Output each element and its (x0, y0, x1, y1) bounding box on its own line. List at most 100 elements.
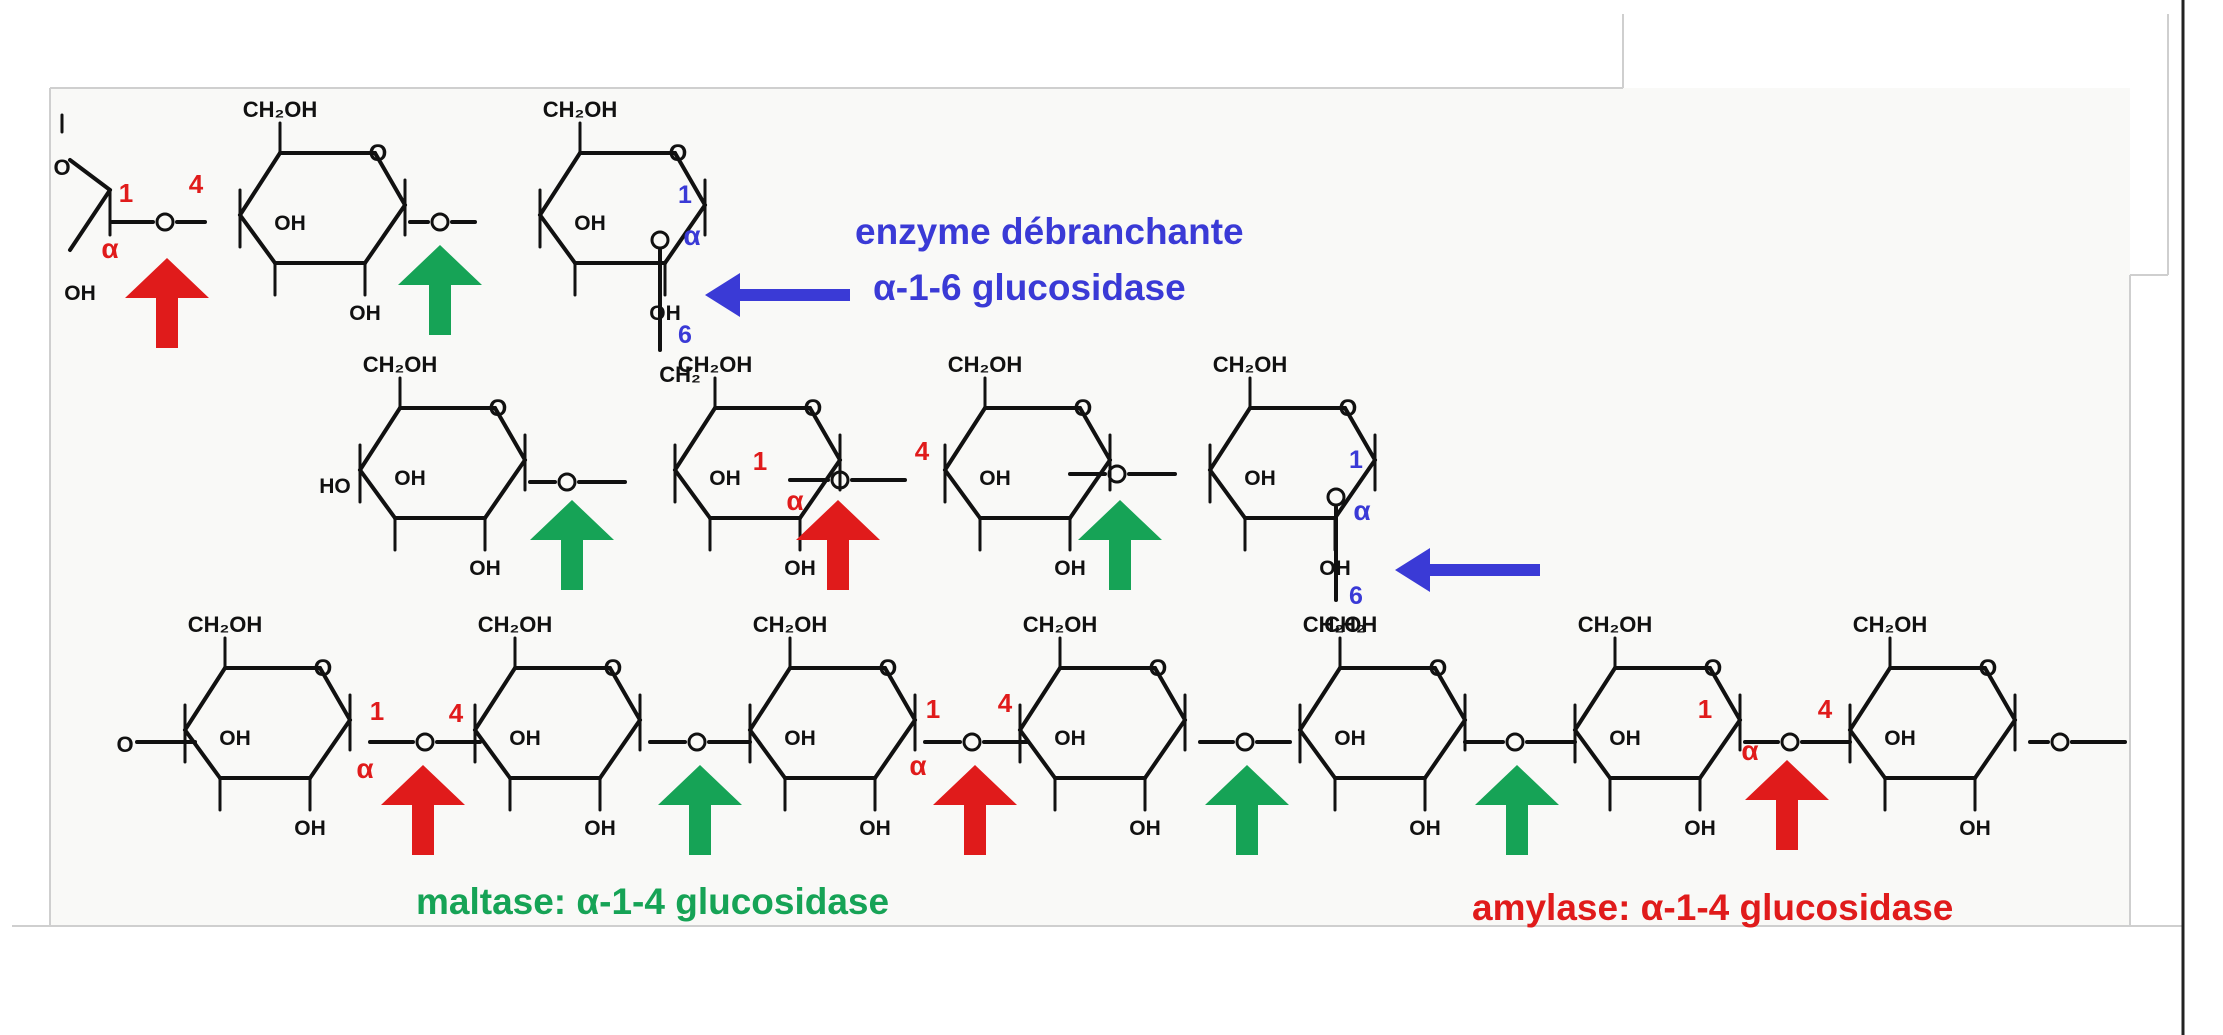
hydroxyl-label: OH (1959, 817, 1991, 840)
glucose-ring: CH₂OH O OH OH (238, 97, 407, 325)
maltase-arrow (1205, 765, 1289, 855)
ch2-label: CH₂ (659, 362, 701, 387)
glycosidic-oxygen (110, 212, 207, 232)
alpha-label: α (786, 485, 803, 516)
maltase-arrow (1078, 500, 1162, 590)
carbon-1-label: 1 (926, 694, 940, 724)
ch2oh-label: CH₂OH (678, 352, 753, 377)
enzyme-labels: enzyme débranchante α-1-6 glucosidase ma… (416, 211, 1953, 928)
ring-oxygen-label: O (1074, 395, 1093, 422)
ch2oh-label: CH₂OH (1213, 352, 1288, 377)
amylase-arrow (933, 765, 1017, 855)
ch2oh-label: CH₂OH (188, 612, 263, 637)
amylase-label: amylase: α-1-4 glucosidase (1472, 887, 1953, 928)
carbon-4-label: 4 (998, 688, 1013, 718)
carbon-4-label: 4 (449, 698, 464, 728)
glycosidic-oxygen (1198, 732, 1292, 752)
carbon-4-label: 4 (915, 436, 930, 466)
maltase-arrow (658, 765, 742, 855)
hydroxyl-label: OH (1054, 557, 1086, 580)
terminal-oxygen: O (116, 732, 133, 757)
hydroxyl-label: OH (1129, 817, 1161, 840)
ch2oh-label: CH₂OH (243, 97, 318, 122)
glucose-ring: CH₂OH O OH OH (673, 352, 842, 580)
hydroxyl-label: OH (784, 557, 816, 580)
ring-oxygen-label: O (369, 140, 388, 167)
ring-oxygen-label: O (1429, 655, 1448, 682)
amylase-arrow (381, 765, 465, 855)
hydroxyl-label: OH (1334, 727, 1366, 750)
ring-oxygen-label: O (314, 655, 333, 682)
hydroxyl-label: OH (1684, 817, 1716, 840)
hydroxyl-label: OH (349, 302, 381, 325)
partial-residue-oxygen: O (53, 155, 70, 180)
ring-oxygen-label: O (669, 140, 688, 167)
maltase-arrow (398, 245, 482, 335)
carbon-1-label: 1 (678, 181, 692, 209)
carbon-1-label: 1 (753, 446, 767, 476)
glycosidic-oxygen (528, 472, 627, 492)
ch2-label: CH₂ (1324, 612, 1366, 637)
glucose-ring: CH₂OH O OH OH (1018, 612, 1187, 840)
hydroxyl-label: OH (1884, 727, 1916, 750)
hydroxyl-label: OH (859, 817, 891, 840)
amylase-arrow (1745, 760, 1829, 850)
carbon-4-label: 4 (189, 169, 204, 199)
carbon-4-label: 4 (1818, 694, 1833, 724)
ch2oh-label: CH₂OH (478, 612, 553, 637)
debranching-enzyme-label-line2: α-1-6 glucosidase (873, 267, 1186, 308)
debranching-arrow (705, 273, 850, 317)
hydroxyl-label: OH (584, 817, 616, 840)
glycogen-molecule: OOH1α4CH₂OHOOHOHCH₂OHOOHOH1α6CH₂CH₂OHOOH… (53, 97, 2127, 840)
ch2oh-label: CH₂OH (1578, 612, 1653, 637)
hydroxyl-label: OH (1054, 727, 1086, 750)
ring-oxygen-label: O (879, 655, 898, 682)
ch2oh-label: CH₂OH (543, 97, 618, 122)
glycosidic-oxygen (1068, 464, 1177, 484)
carbon-1-label: 1 (1349, 446, 1363, 474)
alpha-label: α (1353, 495, 1370, 526)
hydroxyl-label: OH (1609, 727, 1641, 750)
carbon-1-label: 1 (370, 696, 384, 726)
hydroxyl-label: OH (294, 817, 326, 840)
hydroxyl-label: OH (1409, 817, 1441, 840)
carbon-6-label: 6 (678, 321, 692, 349)
glycosidic-oxygen (648, 732, 752, 752)
ch2oh-label: CH₂OH (363, 352, 438, 377)
glycosidic-oxygen (408, 212, 477, 232)
alpha-label: α (101, 233, 118, 264)
maltase-label: maltase: α-1-4 glucosidase (416, 881, 889, 922)
amylase-arrow (125, 258, 209, 348)
glucose-ring: CH₂OH O OH OH (1573, 612, 1742, 840)
alpha-label: α (683, 220, 700, 251)
hydroxyl-label: OH (1244, 467, 1276, 490)
carbon-1-label: 1 (119, 178, 133, 208)
amylase-arrow (796, 500, 880, 590)
alpha-label: α (909, 750, 926, 781)
ring-oxygen-label: O (1704, 655, 1723, 682)
glucose-ring: CH₂OH O OH OH (1298, 612, 1467, 840)
ring-oxygen-label: O (1339, 395, 1358, 422)
ch2oh-label: CH₂OH (1303, 612, 1378, 637)
ch2oh-label: CH₂OH (1023, 612, 1098, 637)
hydroxyl-label: OH (709, 467, 741, 490)
hydroxyl-label: OH (274, 212, 306, 235)
ch2oh-label: CH₂OH (1853, 612, 1928, 637)
maltase-arrow (1475, 765, 1559, 855)
ring-oxygen-label: O (1149, 655, 1168, 682)
hydroxyl-label: HO (319, 475, 351, 498)
glycosidic-oxygen (368, 732, 482, 752)
alpha-label: α (356, 753, 373, 784)
ring-oxygen-label: O (804, 395, 823, 422)
carbon-6-label: 6 (1349, 582, 1363, 610)
carbon-1-label: 1 (1698, 694, 1712, 724)
glycosidic-oxygen (788, 470, 907, 490)
